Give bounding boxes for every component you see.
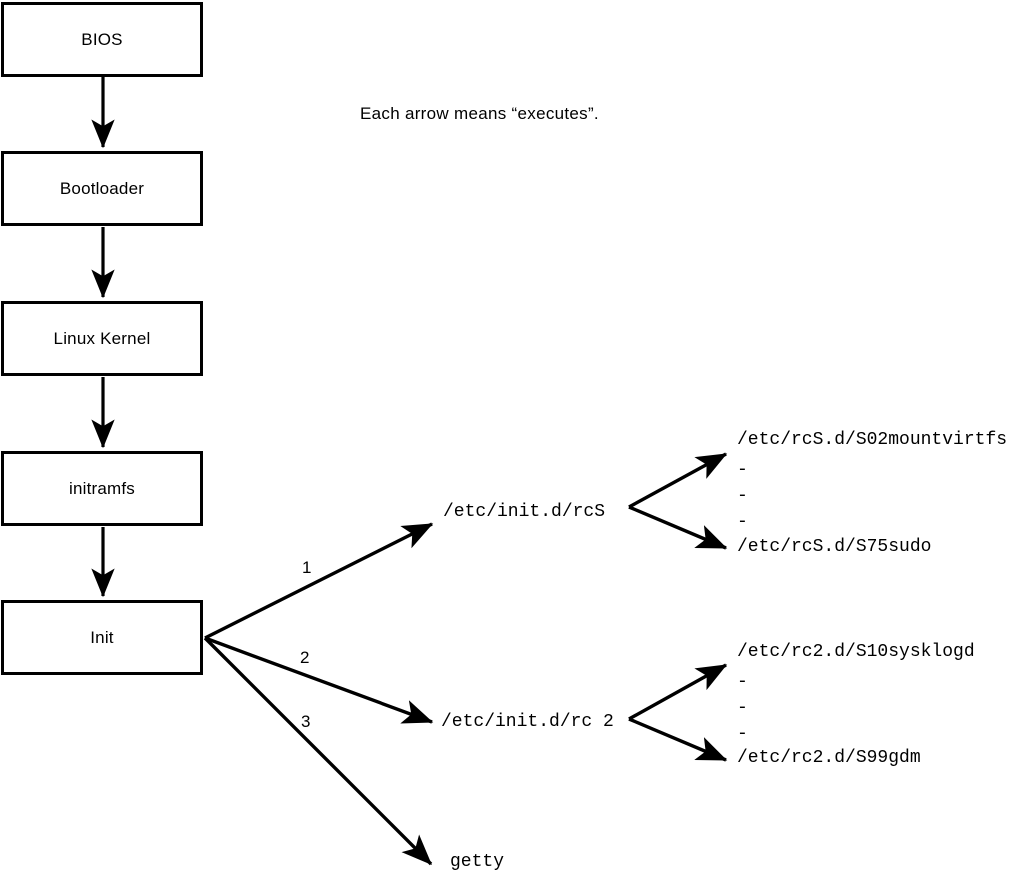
label-rc2-script[interactable]: /etc/init.d/rc 2 <box>441 712 614 732</box>
arrow-rc2-to-first-script <box>628 663 728 721</box>
label-rc2-first-script[interactable]: /etc/rc2.d/S10sysklogd <box>737 642 975 662</box>
node-initramfs-label: initramfs <box>68 479 136 498</box>
node-bios[interactable]: BIOS <box>1 2 203 77</box>
edge-number-2: 2 <box>300 648 310 667</box>
rc2-ellipsis-dash-2: - <box>737 698 748 718</box>
edge-number-1: 1 <box>302 558 312 577</box>
arrow-rcs-to-first-script <box>628 452 728 509</box>
node-linux-kernel[interactable]: Linux Kernel <box>1 301 203 376</box>
node-linux-kernel-label: Linux Kernel <box>53 329 151 348</box>
node-initramfs[interactable]: initramfs <box>1 451 203 526</box>
label-rcs-first-script[interactable]: /etc/rcS.d/S02mountvirtfs <box>737 430 1008 450</box>
node-bios-label: BIOS <box>81 30 123 49</box>
label-rc2-last-script[interactable]: /etc/rc2.d/S99gdm <box>737 748 921 768</box>
arrow-init-to-rc2 <box>204 636 434 724</box>
label-rcs-script[interactable]: /etc/init.d/rcS <box>443 502 606 522</box>
label-getty[interactable]: getty <box>450 852 505 872</box>
arrow-rc2-to-last-script <box>628 717 728 762</box>
rcs-ellipsis-dash-1: - <box>737 460 748 480</box>
node-bootloader[interactable]: Bootloader <box>1 151 203 226</box>
arrow-rcs-to-last-script <box>628 505 728 550</box>
rc2-ellipsis-dash-3: - <box>737 724 748 744</box>
node-init-label: Init <box>90 628 114 647</box>
rcs-ellipsis-dash-3: - <box>737 512 748 532</box>
node-bootloader-label: Bootloader <box>59 179 145 198</box>
edge-number-3: 3 <box>301 712 311 731</box>
arrow-init-to-rcs <box>204 522 434 640</box>
rcs-ellipsis-dash-2: - <box>737 486 748 506</box>
arrow-init-to-getty <box>203 636 433 866</box>
rc2-ellipsis-dash-1: - <box>737 672 748 692</box>
label-rcs-last-script[interactable]: /etc/rcS.d/S75sudo <box>737 537 932 557</box>
legend-note: Each arrow means “executes”. <box>360 104 599 123</box>
node-init[interactable]: Init <box>1 600 203 675</box>
